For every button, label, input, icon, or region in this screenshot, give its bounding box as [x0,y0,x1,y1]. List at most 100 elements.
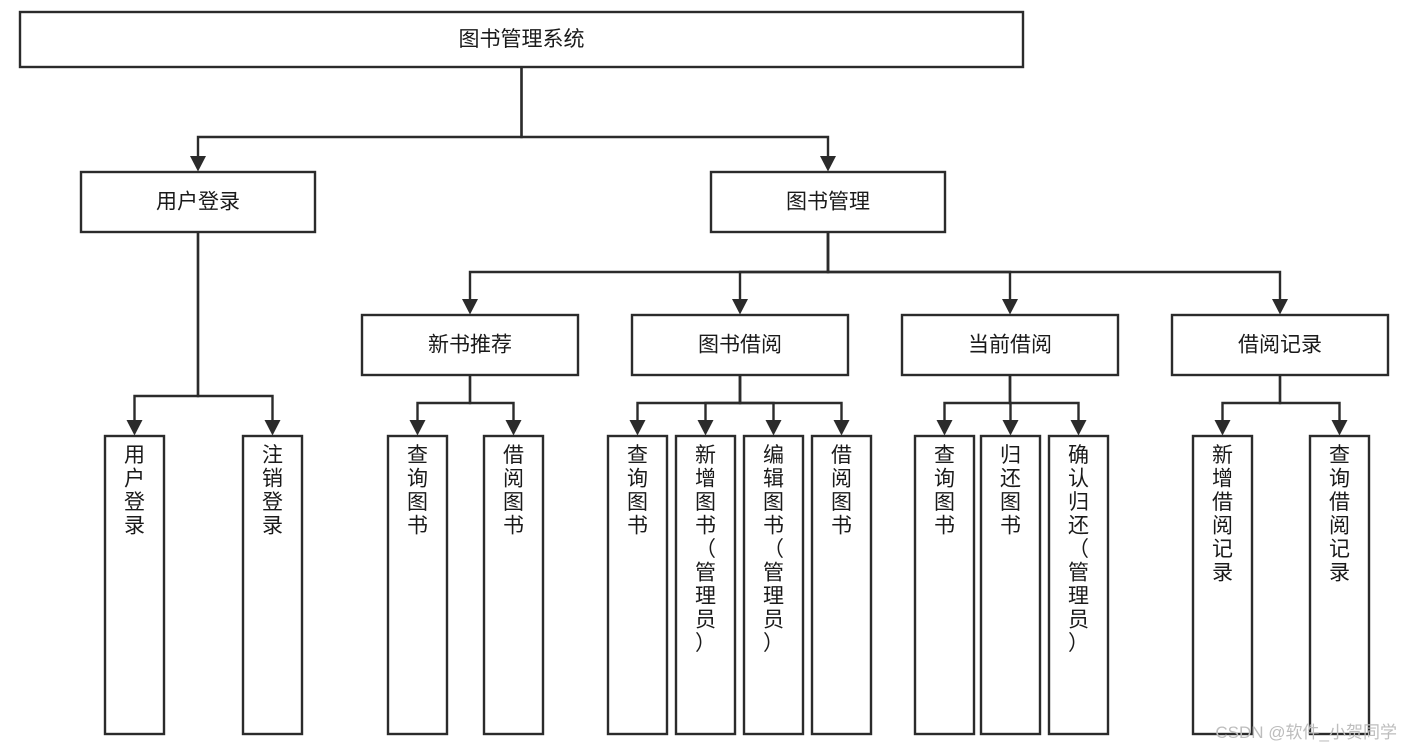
node-leaf-borrow-book[interactable]: 借阅图书 [810,434,873,736]
connector-line [636,375,742,425]
node-leaf-add-record[interactable]: 新增借阅记录 [1191,434,1254,736]
node-leaf-logout[interactable]: 注销登录 [241,434,304,736]
connector-layer [126,67,1348,436]
node-leaf-query-book-current[interactable]: 查询图书 [913,434,976,736]
connector-borrow-to-leaf-edit-book [738,375,782,436]
connector-records-to-leaf-add-record [1214,375,1282,436]
node-box[interactable] [900,313,1120,377]
node-leaf-return-book[interactable]: 归还图书 [979,434,1042,736]
node-label: 借阅图书 [831,444,852,538]
connector-root-to-login [190,67,523,172]
node-leaf-query-book-new[interactable]: 查询图书 [386,434,449,736]
arrow-head-icon [765,420,782,436]
node-box[interactable] [606,434,669,736]
node-box[interactable] [360,313,580,377]
arrow-head-icon [1002,420,1019,436]
connector-line [416,375,472,425]
node-leaf-query-record[interactable]: 查询借阅记录 [1308,434,1371,736]
node-label: 新增图书（管理员） [695,444,716,655]
connector-login-to-leaf-logout [196,232,281,436]
node-leaf-confirm-return[interactable]: 确认归还（管理员） [1047,434,1110,736]
node-label: 编辑图书（管理员） [763,444,784,655]
node-label: 当前借阅 [968,334,1052,357]
node-label: 注销登录 [262,444,283,538]
node-box[interactable] [1191,434,1254,736]
node-leaf-user-login[interactable]: 用户登录 [103,434,166,736]
connector-line [704,375,742,425]
node-box[interactable] [979,434,1042,736]
node-label: 图书管理系统 [459,28,585,51]
node-box[interactable] [386,434,449,736]
node-layer: 图书管理系统用户登录图书管理新书推荐图书借阅当前借阅借阅记录用户登录注销登录查询… [18,10,1390,736]
node-box[interactable] [913,434,976,736]
node-label: 图书借阅 [698,334,782,357]
connector-bookmgmt-to-current [826,232,1018,315]
connector-line [468,232,830,304]
node-box[interactable] [742,434,805,736]
node-leaf-add-book[interactable]: 新增图书（管理员） [674,434,737,736]
node-label: 查询图书 [627,444,648,538]
arrow-head-icon [833,420,850,436]
node-leaf-borrow-book-new[interactable]: 借阅图书 [482,434,545,736]
connector-line [133,232,200,425]
connector-line [196,232,274,425]
arrow-head-icon [697,420,714,436]
connector-borrow-to-leaf-add-book [697,375,742,436]
node-box[interactable] [1170,313,1390,377]
node-label: 图书管理 [786,191,870,214]
node-label: 用户登录 [156,191,240,214]
arrow-head-icon [462,299,478,315]
node-records[interactable]: 借阅记录 [1170,313,1390,377]
node-login[interactable]: 用户登录 [79,170,317,234]
node-label: 归还图书 [1000,444,1021,538]
node-borrow[interactable]: 图书借阅 [630,313,850,377]
node-label: 查询借阅记录 [1329,444,1350,585]
node-current[interactable]: 当前借阅 [900,313,1120,377]
node-bookmgmt[interactable]: 图书管理 [709,170,947,234]
node-label: 用户登录 [124,444,145,538]
node-label: 借阅图书 [503,444,524,538]
node-box[interactable] [1047,434,1110,736]
node-box[interactable] [79,170,317,234]
node-box[interactable] [709,170,947,234]
connector-newbook-to-leaf-borrow-book-new [468,375,522,436]
arrow-head-icon [1214,420,1231,436]
arrow-head-icon [505,420,522,436]
node-box[interactable] [241,434,304,736]
arrow-head-icon [629,420,646,436]
node-leaf-query-book-borrow[interactable]: 查询图书 [606,434,669,736]
node-leaf-edit-book[interactable]: 编辑图书（管理员） [742,434,805,736]
arrow-head-icon [1331,420,1348,436]
node-label: 查询图书 [407,444,428,538]
node-box[interactable] [630,313,850,377]
node-box[interactable] [674,434,737,736]
connector-line [1008,375,1080,425]
node-box[interactable] [810,434,873,736]
node-label: 借阅记录 [1238,334,1322,357]
node-newbook[interactable]: 新书推荐 [360,313,580,377]
arrow-head-icon [264,420,281,436]
node-label: 确认归还（管理员） [1068,444,1089,655]
arrow-head-icon [1070,420,1087,436]
arrow-head-icon [936,420,953,436]
connector-bookmgmt-to-borrow [732,232,830,315]
node-box[interactable] [18,10,1025,69]
connector-line [738,232,830,304]
arrow-head-icon [409,420,426,436]
arrow-head-icon [732,299,748,315]
connector-line [468,375,515,425]
connector-line [826,232,1012,304]
connector-current-to-leaf-confirm-return [1008,375,1087,436]
node-box[interactable] [1308,434,1371,736]
node-box[interactable] [482,434,545,736]
connector-line [943,375,1012,425]
node-box[interactable] [103,434,166,736]
connector-line [738,375,775,425]
arrow-head-icon [820,156,836,172]
arrow-head-icon [190,156,206,172]
arrow-head-icon [1002,299,1018,315]
connector-bookmgmt-to-records [826,232,1288,315]
node-root[interactable]: 图书管理系统 [18,10,1025,69]
